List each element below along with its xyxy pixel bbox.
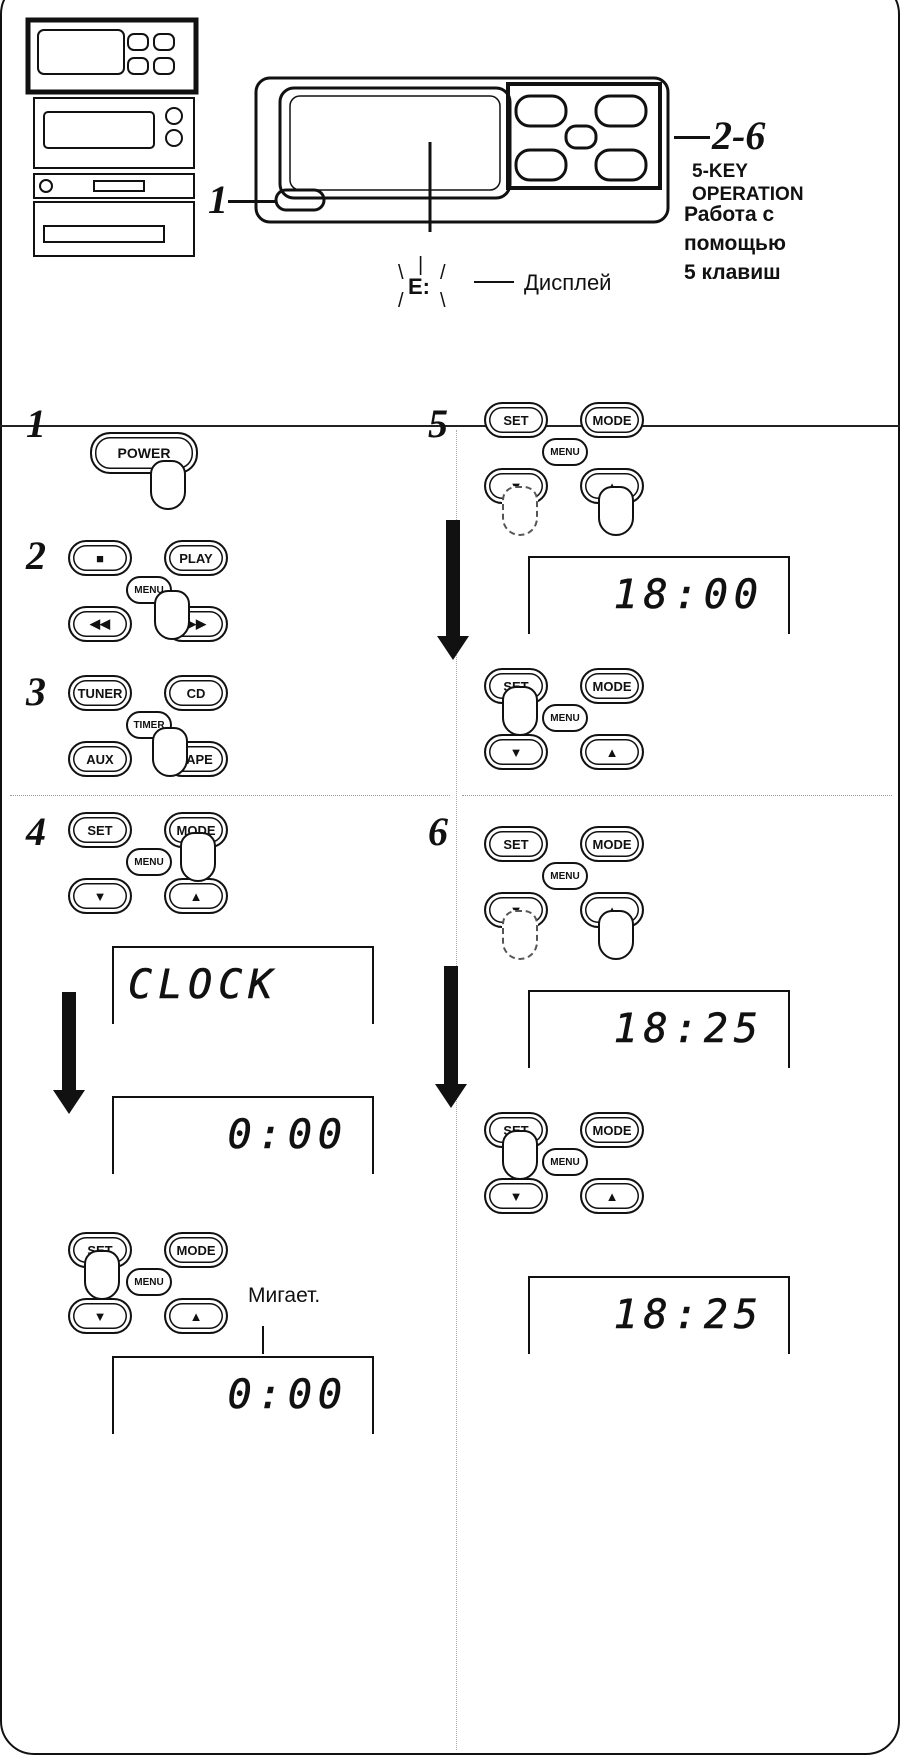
keypad-step-6: SET MODE MENU ▼ ▲ <box>484 826 664 960</box>
down-button[interactable]: ▼ <box>484 734 548 770</box>
hand-icon <box>154 590 190 640</box>
mode-button[interactable]: MODE <box>580 826 644 862</box>
mode-button[interactable]: MODE <box>580 1112 644 1148</box>
tuner-button[interactable]: TUNER <box>68 675 132 711</box>
down-arrow <box>53 992 85 1114</box>
page-frame <box>0 0 900 1755</box>
step-6-number: 6 <box>428 809 448 854</box>
five-key-label-en: 5-KEY OPERATION <box>692 161 804 205</box>
up-button[interactable]: ▲ <box>580 1178 644 1214</box>
display-label: Дисплей <box>524 270 612 295</box>
hand-icon <box>502 686 538 736</box>
row-divider <box>462 795 892 796</box>
hand-icon <box>598 910 634 960</box>
stop-button[interactable]: ■ <box>68 540 132 576</box>
lcd-18-25-blink: 18:25 <box>528 990 790 1068</box>
set-button[interactable]: SET <box>484 402 548 438</box>
keypad-step-5: SET MODE MENU ▼ ▲ <box>484 402 664 536</box>
blink-label: Мигает. <box>248 1284 321 1307</box>
keypad-step-4: SET MODE MENU ▼ ▲ <box>68 812 248 922</box>
stereo-system-illustration <box>25 17 199 257</box>
lcd-18-25-final: 18:25 <box>528 1276 790 1354</box>
step-2-number: 2 <box>26 533 46 578</box>
display-symbol-burst: | \ / / \ E: <box>398 254 446 312</box>
pointer-line <box>474 281 514 283</box>
row-divider <box>10 795 450 796</box>
hand-icon <box>180 832 216 882</box>
lcd-clock: CLOCK <box>112 946 374 1024</box>
pointer-line <box>674 136 710 139</box>
keypad-step-2: ■ PLAY MENU ◀◀ ▶▶ <box>68 540 248 650</box>
lcd-text: 18:25 <box>613 1292 764 1339</box>
up-button[interactable]: ▲ <box>164 1298 228 1334</box>
hand-icon <box>152 727 188 777</box>
lcd-text: 18:25 <box>613 1006 764 1053</box>
hand-icon <box>84 1250 120 1300</box>
keypad-step-6b: SET MODE MENU ▼ ▲ <box>484 1112 664 1222</box>
hand-icon <box>502 1130 538 1180</box>
step-ref-1: 1 <box>208 177 228 222</box>
pointer-line <box>262 1326 264 1354</box>
section-divider <box>0 425 900 427</box>
mode-button[interactable]: MODE <box>580 668 644 704</box>
step-ref-range: 2-6 <box>712 113 766 158</box>
rewind-button[interactable]: ◀◀ <box>68 606 132 642</box>
play-button[interactable]: PLAY <box>164 540 228 576</box>
down-button[interactable]: ▼ <box>484 1178 548 1214</box>
keypad-step-3: TUNER CD TIMER AUX TAPE <box>68 675 248 785</box>
down-arrow <box>435 966 467 1108</box>
step-4-number: 4 <box>26 809 46 854</box>
menu-button[interactable]: MENU <box>126 848 172 876</box>
set-button[interactable]: SET <box>484 826 548 862</box>
step-1-number: 1 <box>26 401 46 446</box>
unit-front-panel-illustration <box>254 76 670 232</box>
menu-button[interactable]: MENU <box>542 438 588 466</box>
menu-button[interactable]: MENU <box>542 1148 588 1176</box>
five-key-label-ru: Работа с помощью 5 клавиш <box>684 203 786 284</box>
step-3-number: 3 <box>26 669 46 714</box>
down-button[interactable]: ▼ <box>68 878 132 914</box>
up-button[interactable]: ▲ <box>164 878 228 914</box>
lcd-text: 0:00 <box>227 1112 348 1159</box>
lcd-18-00: 18:00 <box>528 556 790 634</box>
step-5-number: 5 <box>428 401 448 446</box>
display-symbol: E: <box>408 274 430 299</box>
set-button[interactable]: SET <box>68 812 132 848</box>
keypad-step-4b: SET MODE MENU ▼ ▲ <box>68 1232 248 1342</box>
down-arrow <box>437 520 469 660</box>
lcd-text: CLOCK <box>128 962 279 1009</box>
cd-button[interactable]: CD <box>164 675 228 711</box>
up-button[interactable]: ▲ <box>580 734 644 770</box>
lcd-zero: 0:00 <box>112 1096 374 1174</box>
hand-icon <box>150 460 186 510</box>
keypad-step-5b: SET MODE MENU ▼ ▲ <box>484 668 664 778</box>
lcd-text: 18:00 <box>613 572 764 619</box>
menu-button[interactable]: MENU <box>126 1268 172 1296</box>
down-button[interactable]: ▼ <box>68 1298 132 1334</box>
lcd-blinking: 0:00 <box>112 1356 374 1434</box>
hand-icon <box>598 486 634 536</box>
mode-button[interactable]: MODE <box>580 402 644 438</box>
pointer-line <box>228 200 276 203</box>
aux-button[interactable]: AUX <box>68 741 132 777</box>
hand-icon <box>502 486 538 536</box>
menu-button[interactable]: MENU <box>542 862 588 890</box>
hand-icon <box>502 910 538 960</box>
menu-button[interactable]: MENU <box>542 704 588 732</box>
lcd-text: 0:00 <box>227 1372 348 1419</box>
mode-button[interactable]: MODE <box>164 1232 228 1268</box>
